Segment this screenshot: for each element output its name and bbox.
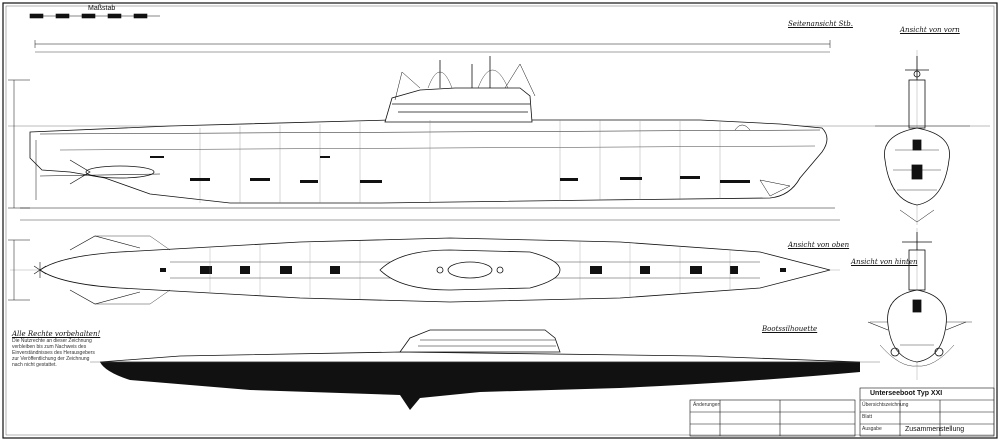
title-block bbox=[689, 387, 995, 437]
rights-notice: Alle Rechte vorbehalten! Die Nutzrechte … bbox=[12, 330, 100, 368]
side-view-title: Seitenansicht Stb. bbox=[788, 20, 853, 28]
title-block-row: Übersichtszeichnung bbox=[862, 402, 909, 408]
rights-notice-line: zur Veröffentlichung der Zeichnung bbox=[12, 356, 90, 362]
stern-view bbox=[867, 228, 972, 380]
top-view bbox=[10, 235, 840, 305]
rights-notice-line: Einverständnisses des Herausgebers bbox=[12, 350, 95, 356]
front-view bbox=[875, 50, 970, 225]
left-dimension-marks bbox=[8, 79, 30, 301]
side-view bbox=[8, 40, 990, 221]
revisions-label: Änderungen bbox=[693, 402, 721, 408]
inner-border bbox=[5, 5, 995, 436]
scale-bar-label: Maßstab bbox=[88, 5, 116, 12]
front-view-title: Ansicht von vorn bbox=[900, 26, 960, 34]
rights-notice-line: nach nicht gestattet. bbox=[12, 362, 57, 368]
stern-view-title: Ansicht von hinten bbox=[851, 258, 918, 266]
rights-notice-title: Alle Rechte vorbehalten! bbox=[12, 330, 101, 338]
top-view-title: Ansicht von oben bbox=[788, 241, 850, 249]
title-block-row: Ausgabe bbox=[862, 426, 882, 432]
rights-notice-line: verbleiben bis zum Nachweis des bbox=[12, 344, 87, 350]
rights-notice-line: Die Nutzrechte an dieser Zeichnung bbox=[12, 338, 92, 344]
scale-bar bbox=[29, 13, 160, 19]
title-block-subtitle: Zusammenstellung bbox=[905, 426, 965, 433]
title-block-title: Unterseeboot Typ XXI bbox=[870, 390, 943, 397]
title-block-row: Blatt bbox=[862, 414, 873, 420]
silhouette-view bbox=[90, 329, 880, 410]
silhouette-title: Bootssilhouette bbox=[762, 325, 818, 333]
